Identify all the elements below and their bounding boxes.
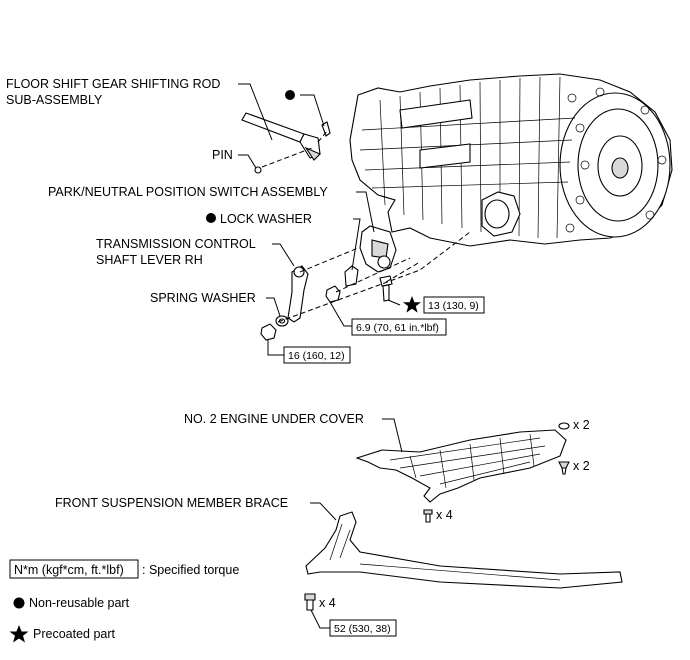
brace-bolt-part <box>304 593 316 611</box>
torque-box-brace-bolt: 52 (530, 38) <box>329 619 397 637</box>
member-brace-part <box>305 511 623 589</box>
legend-torque-box <box>9 559 139 579</box>
control-shaft-lever-part <box>287 265 309 323</box>
legend-torque-desc: : Specified torque <box>142 563 239 577</box>
park-neutral-switch-part <box>359 225 397 273</box>
legend-non-reusable-icon <box>13 597 25 609</box>
label-shift-rod-line1: FLOOR SHIFT GEAR SHIFTING ROD <box>6 77 220 91</box>
shift-rod-part <box>241 112 321 161</box>
torque-lever-nut-text: 16 (160, 12) <box>288 350 345 362</box>
lock-washer-part <box>344 265 359 287</box>
qty-cover-bolt: x 4 <box>436 508 453 522</box>
label-pin: PIN <box>212 148 233 162</box>
qty-cover-clip: x 2 <box>573 418 590 432</box>
cover-screw-part <box>558 461 570 475</box>
assembly-lines <box>261 129 471 323</box>
label-pnp-switch: PARK/NEUTRAL POSITION SWITCH ASSEMBLY <box>48 185 328 199</box>
legend-torque-box-text: N*m (kgf*cm, ft.*lbf) <box>14 563 124 577</box>
torque-box-switch-nut: 6.9 (70, 61 in.*lbf) <box>351 318 447 336</box>
legend-precoated-icon <box>9 625 29 643</box>
qty-brace-bolt: x 4 <box>319 596 336 610</box>
cover-bolt-part <box>423 509 433 523</box>
legend-precoated-text: Precoated part <box>33 627 116 641</box>
engine-under-cover-part <box>355 429 567 503</box>
label-under-cover: NO. 2 ENGINE UNDER COVER <box>184 412 364 426</box>
non-reusable-marker-clip <box>285 90 295 100</box>
switch-bolt-part <box>379 275 393 302</box>
non-reusable-marker-lock-washer <box>206 213 216 223</box>
label-member-brace: FRONT SUSPENSION MEMBER BRACE <box>55 496 288 510</box>
qty-cover-screw: x 2 <box>573 459 590 473</box>
leader-lines <box>238 83 403 629</box>
legend-non-reusable-text: Non-reusable part <box>29 596 130 610</box>
precoated-marker-bolt <box>403 296 421 313</box>
cover-clip-part <box>558 422 570 430</box>
torque-switch-bolt-text: 13 (130, 9) <box>428 300 479 312</box>
label-shift-rod-line2: SUB-ASSEMBLY <box>6 93 103 107</box>
label-lever-line2: SHAFT LEVER RH <box>96 253 203 267</box>
label-lock-washer: LOCK WASHER <box>220 212 312 226</box>
torque-brace-bolt-text: 52 (530, 38) <box>334 623 391 635</box>
pin-part <box>254 166 262 174</box>
torque-box-lever-nut: 16 (160, 12) <box>283 346 351 364</box>
torque-switch-nut-text: 6.9 (70, 61 in.*lbf) <box>356 322 439 334</box>
torque-box-switch-bolt: 13 (130, 9) <box>423 296 485 314</box>
transmission-illustration <box>349 73 673 247</box>
lever-nut-part <box>260 323 277 341</box>
legend: N*m (kgf*cm, ft.*lbf) : Specified torque… <box>9 559 239 643</box>
label-lever-line1: TRANSMISSION CONTROL <box>96 237 256 251</box>
label-spring-washer: SPRING WASHER <box>150 291 256 305</box>
switch-nut-part <box>325 285 341 303</box>
